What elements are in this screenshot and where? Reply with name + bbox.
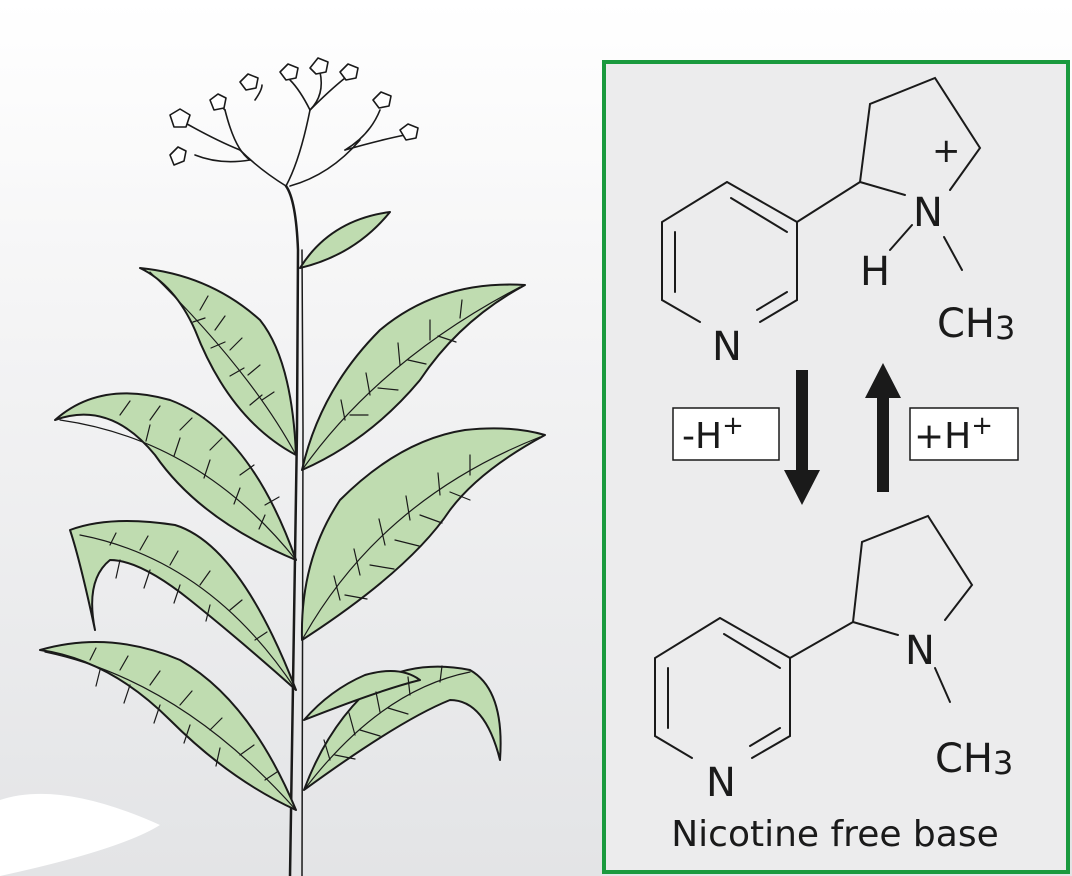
- n-methyl-bond: [943, 236, 963, 271]
- flowers: [169, 57, 419, 166]
- leaf: [139, 267, 297, 456]
- pyrrolidine-ring: [852, 514, 974, 636]
- leaf: [39, 641, 297, 811]
- pyridine-ring: [654, 617, 791, 759]
- charge-plus: +: [932, 131, 961, 171]
- flower: [309, 57, 329, 75]
- leaf: [300, 427, 546, 641]
- pyrrolidine-ring: [859, 76, 982, 196]
- hydrogen-label: H: [860, 249, 890, 295]
- flower: [372, 91, 392, 109]
- tobacco-plant-illustration: [39, 57, 546, 876]
- protonate-box: [909, 407, 1019, 461]
- flower: [169, 108, 191, 128]
- pyridine-double-bonds: [667, 633, 781, 747]
- flower: [399, 123, 419, 141]
- leaf: [301, 283, 526, 471]
- equilibrium-arrows: -H+ +H+: [672, 363, 1019, 505]
- up-arrow: [865, 363, 901, 492]
- pyridine-ring: [661, 181, 798, 323]
- flower-cluster: [179, 71, 406, 187]
- plant-stem: [284, 184, 300, 876]
- deprotonate-label: -H+: [682, 411, 744, 457]
- methyl-label: CH3: [937, 301, 1015, 347]
- leaf: [303, 670, 421, 721]
- ring-link-bond: [789, 621, 854, 659]
- methyl-label: CH3: [935, 736, 1013, 782]
- flower: [169, 146, 187, 166]
- protonate-label: +H+: [914, 411, 993, 457]
- leaf: [299, 211, 391, 269]
- n-methyl-bond: [934, 667, 951, 703]
- pyridine-double-bonds: [674, 197, 788, 311]
- n-h-bond: [889, 224, 913, 251]
- flower: [279, 63, 299, 81]
- pyrrolidine-n-label: N: [905, 628, 935, 674]
- freebase-caption: Nicotine free base: [671, 814, 999, 855]
- flower: [209, 93, 227, 111]
- pyridine-n-label: N: [712, 324, 742, 370]
- plant-stem-inner: [301, 249, 304, 876]
- deprotonate-box: [672, 407, 780, 461]
- pyridine-n-label: N: [706, 760, 736, 806]
- pyrrolidine-n-label: N: [913, 190, 943, 236]
- leaf-veins: [44, 271, 541, 811]
- freebase-nicotine-structure: [654, 514, 974, 759]
- down-arrow: [784, 370, 820, 505]
- flower: [339, 63, 359, 81]
- leaf: [54, 392, 297, 561]
- protonated-nicotine-structure: [661, 76, 982, 323]
- background-blob: [0, 793, 160, 876]
- flower: [239, 73, 259, 91]
- ring-link-bond: [796, 181, 861, 223]
